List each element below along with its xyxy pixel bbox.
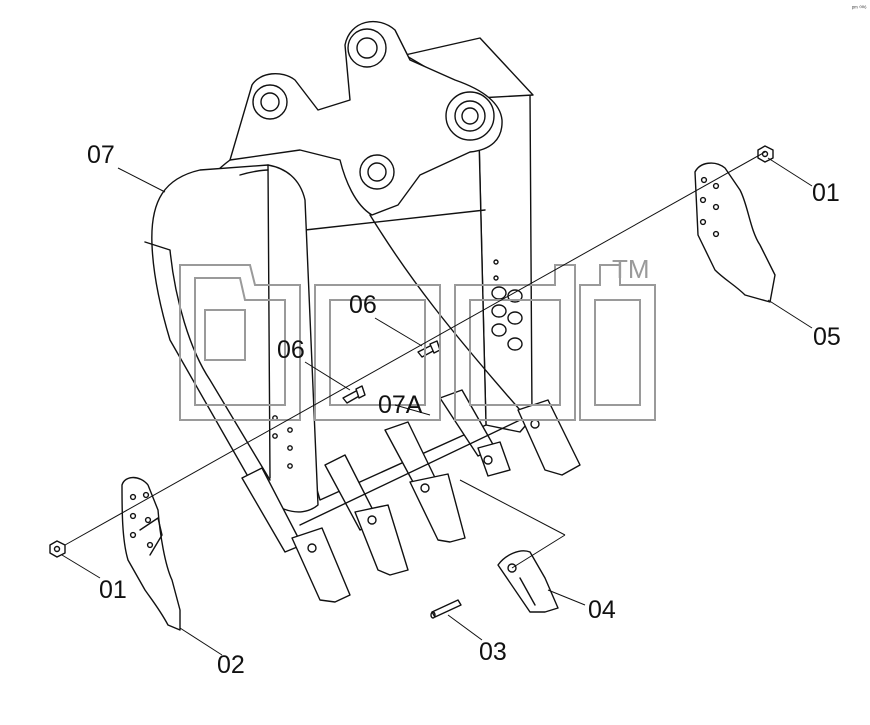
callout-06-lower: 06 bbox=[277, 336, 305, 364]
callout-01-left: 01 bbox=[99, 576, 127, 604]
callout-06-upper: 06 bbox=[349, 291, 377, 319]
bucket-teeth bbox=[241, 389, 581, 603]
nut-left bbox=[49, 540, 66, 558]
watermark-tm: TM bbox=[612, 254, 650, 284]
mounting-bracket bbox=[229, 20, 503, 216]
tooth-pin bbox=[430, 599, 462, 619]
bucket-tooth bbox=[497, 550, 559, 613]
callout-07a: 07A bbox=[378, 391, 423, 419]
callout-07: 07 bbox=[87, 141, 115, 169]
callout-01-right: 01 bbox=[812, 179, 840, 207]
leader-lines bbox=[61, 151, 813, 656]
callout-02: 02 bbox=[217, 651, 245, 679]
bolt-upper bbox=[417, 340, 441, 358]
side-cutter-right bbox=[694, 162, 776, 303]
side-cutter-left bbox=[121, 476, 181, 631]
watermark-logo: TM bbox=[179, 254, 656, 421]
callout-04: 04 bbox=[588, 596, 616, 624]
nut-right bbox=[757, 145, 774, 163]
bolt-lower bbox=[342, 385, 366, 404]
callout-05: 05 bbox=[813, 323, 841, 351]
right-plate-bolt-holes bbox=[491, 259, 523, 351]
corner-note: ᵖᵐ ⁰⁰⁶ bbox=[852, 5, 867, 12]
callout-03: 03 bbox=[479, 638, 507, 666]
